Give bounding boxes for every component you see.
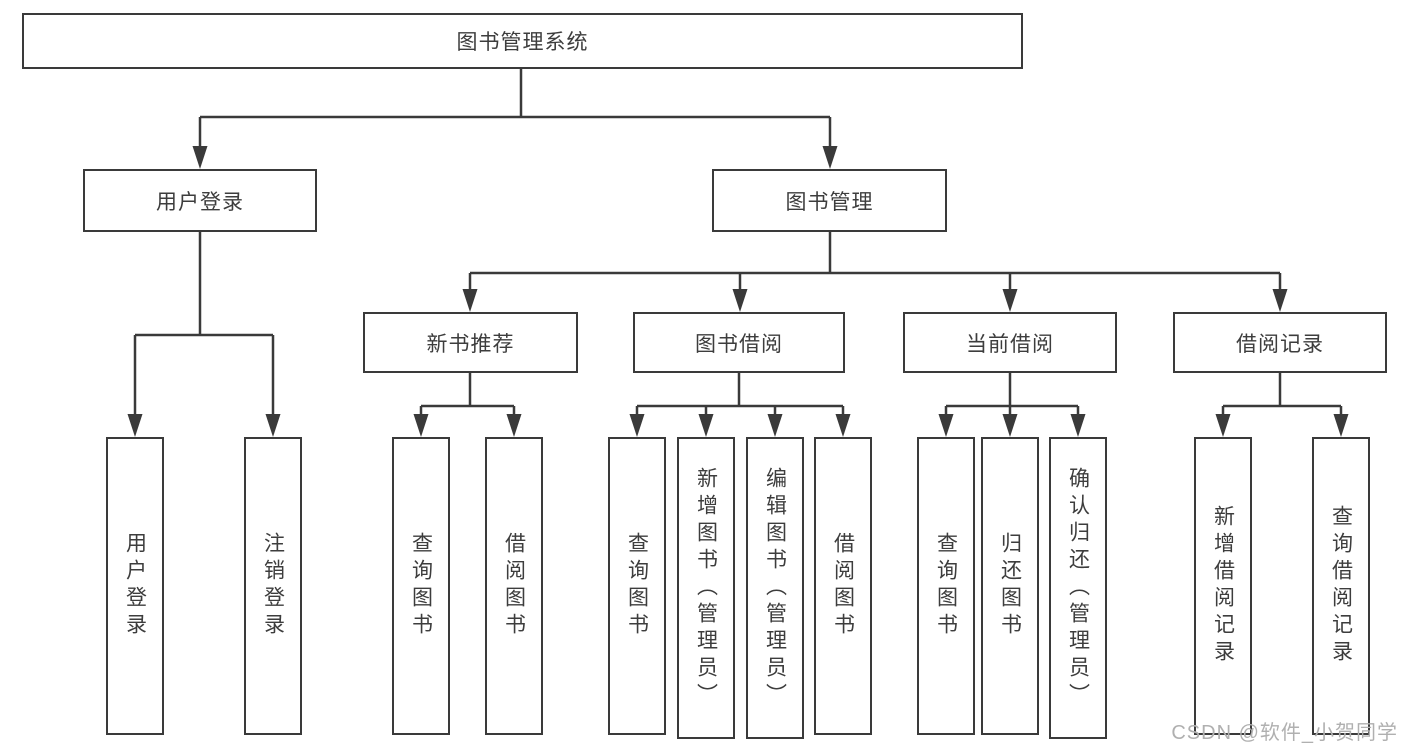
leaf-add-books-admin-label: 新增图书（管理员） bbox=[694, 466, 718, 710]
leaf-add-books-admin: 新增图书（管理员） bbox=[677, 437, 735, 739]
leaf-query-books-current: 查询图书 bbox=[917, 437, 975, 735]
leaf-query-borrow-record: 查询借阅记录 bbox=[1312, 437, 1370, 735]
connector-bookmgmt-to-level3 bbox=[468, 232, 1282, 291]
node-user-login: 用户登录 bbox=[83, 169, 317, 232]
arrowhead-icon bbox=[767, 414, 783, 437]
arrowhead-icon bbox=[1272, 289, 1288, 312]
connector-root-to-level2 bbox=[198, 69, 832, 148]
node-book-mgmt-label: 图书管理 bbox=[785, 190, 874, 214]
connector-borrow-to-leaves bbox=[635, 373, 845, 416]
arrowhead-icon bbox=[1215, 414, 1231, 437]
arrowheads bbox=[127, 146, 1349, 437]
node-borrow-records-label: 借阅记录 bbox=[1236, 332, 1324, 356]
leaf-logout-label: 注销登录 bbox=[261, 532, 285, 640]
node-new-books: 新书推荐 bbox=[363, 312, 578, 373]
node-book-mgmt: 图书管理 bbox=[712, 169, 947, 232]
leaf-borrow-books: 借阅图书 bbox=[814, 437, 872, 735]
arrowhead-icon bbox=[506, 414, 522, 437]
arrowhead-icon bbox=[732, 289, 748, 312]
leaf-user-login-label: 用户登录 bbox=[123, 532, 147, 640]
arrowhead-icon bbox=[938, 414, 954, 437]
leaf-add-borrow-record-label: 新增借阅记录 bbox=[1211, 505, 1235, 667]
arrowhead-icon bbox=[127, 414, 143, 437]
leaf-query-books-newbooks: 查询图书 bbox=[392, 437, 450, 735]
arrowhead-icon bbox=[265, 414, 281, 437]
arrowhead-icon bbox=[629, 414, 645, 437]
leaf-confirm-return-admin: 确认归还（管理员） bbox=[1049, 437, 1107, 739]
connector-records-to-leaves bbox=[1221, 373, 1343, 416]
leaf-query-books-current-label: 查询图书 bbox=[934, 532, 958, 640]
node-book-borrow-label: 图书借阅 bbox=[695, 332, 783, 356]
node-current-borrow-label: 当前借阅 bbox=[966, 332, 1054, 356]
arrowhead-icon bbox=[835, 414, 851, 437]
node-root: 图书管理系统 bbox=[22, 13, 1023, 69]
leaf-borrow-books-newbooks: 借阅图书 bbox=[485, 437, 543, 735]
leaf-add-borrow-record: 新增借阅记录 bbox=[1194, 437, 1252, 735]
node-borrow-records: 借阅记录 bbox=[1173, 312, 1387, 373]
arrowhead-icon bbox=[1002, 414, 1018, 437]
leaf-user-login: 用户登录 bbox=[106, 437, 164, 735]
arrowhead-icon bbox=[698, 414, 714, 437]
leaf-query-books-borrow: 查询图书 bbox=[608, 437, 666, 735]
node-current-borrow: 当前借阅 bbox=[903, 312, 1117, 373]
leaf-query-books-newbooks-label: 查询图书 bbox=[409, 532, 433, 640]
leaf-borrow-books-label: 借阅图书 bbox=[831, 532, 855, 640]
leaf-confirm-return-admin-label: 确认归还（管理员） bbox=[1066, 466, 1090, 710]
node-user-login-label: 用户登录 bbox=[156, 190, 244, 214]
connector-current-to-leaves bbox=[944, 373, 1080, 416]
leaf-query-books-borrow-label: 查询图书 bbox=[625, 532, 649, 640]
arrowhead-icon bbox=[1333, 414, 1349, 437]
leaf-edit-books-admin: 编辑图书（管理员） bbox=[746, 437, 804, 739]
connector-newbooks-to-leaves bbox=[419, 373, 516, 416]
arrowhead-icon bbox=[1002, 289, 1018, 312]
leaf-return-books: 归还图书 bbox=[981, 437, 1039, 735]
connector-userlogin-to-leaves bbox=[133, 232, 275, 416]
node-book-borrow: 图书借阅 bbox=[633, 312, 845, 373]
leaf-return-books-label: 归还图书 bbox=[998, 532, 1022, 640]
arrowhead-icon bbox=[822, 146, 838, 169]
arrowhead-icon bbox=[413, 414, 429, 437]
arrowhead-icon bbox=[1070, 414, 1086, 437]
node-new-books-label: 新书推荐 bbox=[426, 332, 515, 356]
arrowhead-icon bbox=[192, 146, 208, 169]
leaf-edit-books-admin-label: 编辑图书（管理员） bbox=[763, 466, 787, 710]
leaf-query-borrow-record-label: 查询借阅记录 bbox=[1329, 505, 1353, 667]
node-root-label: 图书管理系统 bbox=[456, 31, 589, 54]
arrowhead-icon bbox=[462, 289, 478, 312]
leaf-logout: 注销登录 bbox=[244, 437, 302, 735]
leaf-borrow-books-newbooks-label: 借阅图书 bbox=[502, 532, 526, 640]
